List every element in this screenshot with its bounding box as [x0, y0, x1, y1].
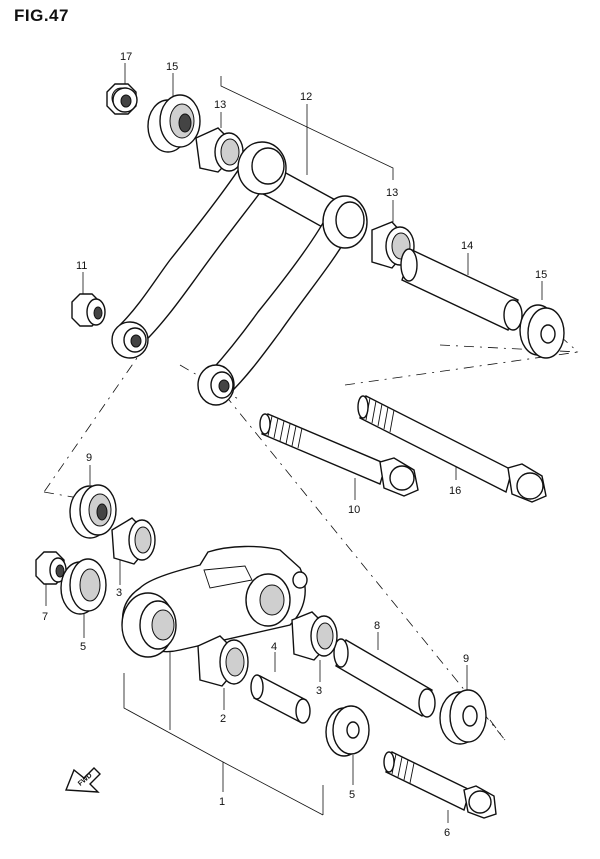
spacer-8 [333, 638, 436, 718]
callout-5-lower: 5 [349, 789, 355, 801]
callout-13-upper-right: 13 [386, 187, 398, 199]
bearing-13-upper-right [371, 221, 415, 269]
callout-7: 7 [42, 611, 48, 623]
callout-6: 6 [444, 827, 450, 839]
callout-labels: 17 15 13 12 13 14 15 11 10 16 9 3 7 5 8 … [42, 51, 547, 839]
dust-seal-15-upper [147, 94, 201, 153]
callout-1: 1 [219, 796, 225, 808]
bolt-10 [259, 413, 419, 497]
link-arm-12 [111, 141, 368, 406]
callout-16: 16 [449, 485, 461, 497]
callout-8: 8 [374, 620, 380, 632]
callout-11: 11 [76, 260, 87, 272]
nut-7 [35, 551, 67, 585]
callout-15-upper: 15 [166, 61, 178, 73]
dust-seal-5-left [60, 558, 107, 615]
washer-5-lower [325, 705, 370, 757]
bearing-13-upper-left [195, 127, 244, 173]
callout-15-right: 15 [535, 269, 547, 281]
callout-17: 17 [120, 51, 132, 63]
dust-seal-15-right [519, 304, 565, 359]
nut-11 [71, 293, 106, 327]
spacer-4 [250, 674, 311, 724]
bearing-3-right [291, 611, 338, 661]
callout-5-left: 5 [80, 641, 86, 653]
callout-13-upper-left: 13 [214, 99, 226, 111]
figure-title: FIG.47 [14, 6, 69, 25]
callout-12: 12 [300, 91, 312, 103]
bolt-6 [383, 751, 497, 819]
nut-17 [106, 83, 138, 115]
dust-seal-9-left [69, 484, 117, 539]
callout-14: 14 [461, 240, 473, 252]
callout-10: 10 [348, 504, 360, 516]
dust-seal-9-right [439, 689, 487, 745]
bearing-3-left [111, 517, 156, 565]
bearing-2 [197, 635, 249, 687]
callout-9-right: 9 [463, 653, 469, 665]
spacer-14 [400, 248, 523, 331]
bolt-16 [357, 394, 547, 503]
callout-2: 2 [220, 713, 226, 725]
callout-3-right: 3 [316, 685, 322, 697]
callout-3-left: 3 [116, 587, 122, 599]
cushion-lever-1 [121, 545, 308, 658]
callout-4: 4 [271, 641, 277, 653]
forward-direction-arrow-icon: FWD [64, 767, 101, 793]
callout-9-left: 9 [86, 452, 92, 464]
